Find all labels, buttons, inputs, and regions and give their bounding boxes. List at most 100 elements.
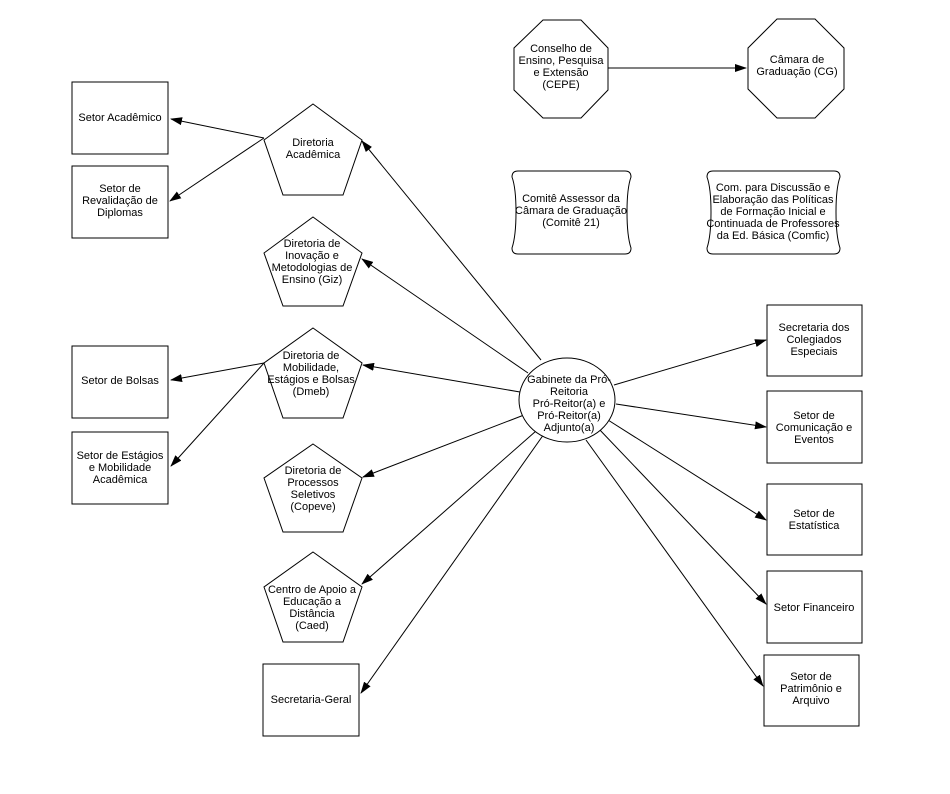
label-line: Estágios e Bolsas [267, 374, 355, 386]
label-line: Comunicação e [776, 422, 852, 434]
label-line: Diretoria [292, 137, 334, 149]
cepe-node-shape[interactable] [513, 19, 609, 119]
label-line: Patrimônio e [780, 683, 842, 695]
dmeb-node-shape[interactable] [263, 327, 363, 419]
setor-revalidacao-node-shape[interactable] [71, 165, 169, 239]
label-line: Continuada de Professores [706, 218, 840, 230]
colegiados-node-shape[interactable] [766, 304, 863, 377]
label-line: Diretoria de [283, 350, 340, 362]
copeve-node-shape[interactable] [263, 443, 363, 533]
label-line: Distância [289, 608, 335, 620]
label-line: e Mobilidade [89, 462, 151, 474]
label-line: Conselho de [530, 43, 592, 55]
comunicacao-node-shape[interactable] [766, 390, 863, 464]
label-line: Ensino (Giz) [282, 274, 343, 286]
connector-lines [169, 64, 767, 694]
label-line: (Caed) [295, 620, 329, 632]
label-line: Ensino, Pesquisa [519, 55, 605, 67]
label-line: (CEPE) [542, 79, 579, 91]
label-line: Adjunto(a) [544, 422, 595, 434]
giz-node-shape[interactable] [263, 216, 363, 307]
label-line: da Ed. Básica (Comfic) [717, 230, 829, 242]
label-line: Setor de Estágios [77, 450, 164, 462]
label-line: Centro de Apoio a [268, 584, 357, 596]
label-line: Setor de [793, 508, 835, 520]
label-line: Acadêmica [93, 474, 148, 486]
label-line: Seletivos [291, 489, 336, 501]
caed-node-shape[interactable] [263, 551, 363, 643]
label-line: Gabinete da Pró- [527, 374, 611, 386]
label-line: e Extensão [533, 67, 588, 79]
center-node-shape[interactable] [518, 357, 616, 443]
edge-center-to-secretaria-geral [360, 433, 545, 694]
label-line: Eventos [794, 434, 834, 446]
label-line: Metodologias de [272, 262, 353, 274]
setor-academico-node-label: Setor Acadêmico [78, 112, 161, 124]
label-line: Secretaria-Geral [271, 694, 352, 706]
label-line: Diretoria de [284, 238, 341, 250]
label-line: Setor de Bolsas [81, 375, 159, 387]
label-line: Educação a [283, 596, 342, 608]
label-line: (Dmeb) [293, 386, 330, 398]
edge-center-to-colegiados [613, 339, 767, 386]
label-line: Diplomas [97, 207, 143, 219]
label-line: Inovação e [285, 250, 339, 262]
setor-estagios-node-shape[interactable] [71, 431, 169, 505]
setor-bolsas-node-label: Setor de Bolsas [81, 375, 159, 387]
label-line: (Comitê 21) [542, 217, 599, 229]
edge-center-to-financeiro [597, 427, 767, 605]
comfic-node-shape[interactable] [706, 170, 841, 255]
label-line: Setor de [793, 410, 835, 422]
secretaria-geral-node-label: Secretaria-Geral [271, 694, 352, 706]
dir-academica-node-shape[interactable] [263, 103, 363, 196]
edge-dmeb-to-setor-estagios [170, 362, 265, 467]
label-line: (Copeve) [290, 501, 335, 513]
label-line: Secretaria dos [779, 322, 850, 334]
edge-center-to-comunicacao [615, 403, 767, 430]
label-line: Reitoria [550, 386, 589, 398]
node-shapes [71, 18, 863, 737]
secretaria-geral-node-shape[interactable] [262, 663, 360, 737]
label-line: Mobilidade, [283, 362, 339, 374]
comite21-node-shape[interactable] [511, 170, 632, 255]
label-line: Setor Acadêmico [78, 112, 161, 124]
label-line: Câmara de [770, 54, 824, 66]
setor-bolsas-node-shape[interactable] [71, 345, 169, 419]
cg-node-shape[interactable] [747, 18, 845, 119]
financeiro-node-label: Setor Financeiro [774, 602, 855, 614]
edge-dmeb-to-setor-bolsas [170, 362, 265, 382]
label-line: Arquivo [792, 695, 829, 707]
label-line: Especiais [790, 346, 838, 358]
edge-center-to-giz [361, 258, 529, 374]
label-line: Câmara de Graduação [515, 205, 627, 217]
setor-academico-node-shape[interactable] [71, 81, 169, 155]
label-line: Acadêmica [286, 149, 341, 161]
label-line: Revalidação de [82, 195, 158, 207]
edge-center-to-copeve [362, 414, 525, 478]
estatistica-node-shape[interactable] [766, 483, 863, 556]
label-line: Pró-Reitor(a) [537, 410, 601, 422]
financeiro-node-shape[interactable] [766, 570, 863, 644]
patrimonio-node-shape[interactable] [763, 654, 860, 727]
label-line: Processos [287, 477, 339, 489]
label-line: Graduação (CG) [756, 66, 837, 78]
edge-center-to-estatistica [607, 419, 767, 521]
edge-center-to-patrimonio [585, 439, 764, 687]
label-line: Setor de [790, 671, 832, 683]
